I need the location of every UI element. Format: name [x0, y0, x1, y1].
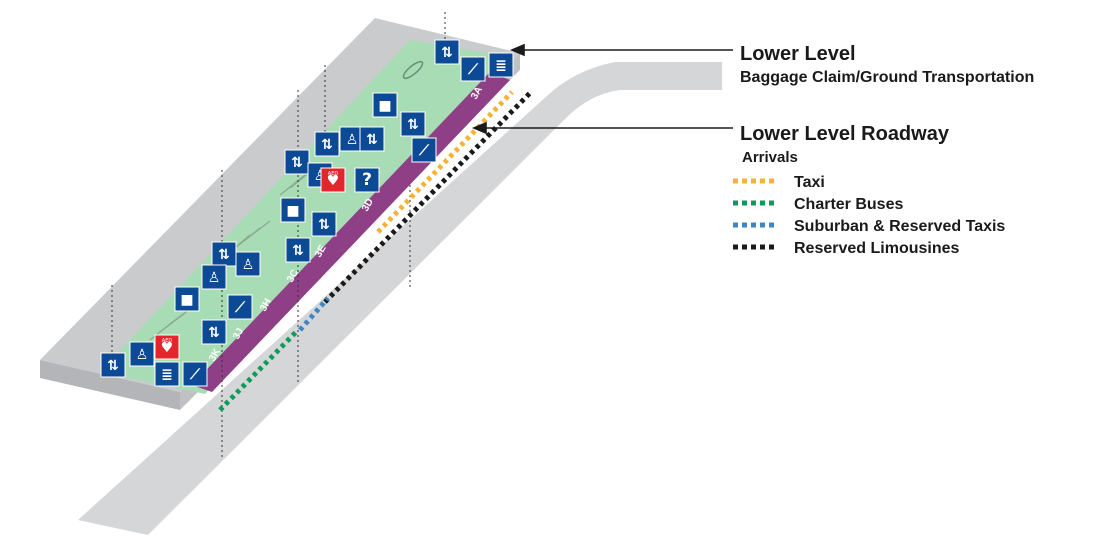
svg-text:⇅: ⇅: [441, 45, 453, 61]
info-icon: ?: [354, 167, 380, 193]
aed-icon: ♥AED: [320, 167, 346, 193]
svg-text:⟋: ⟋: [234, 300, 246, 316]
svg-text:♙: ♙: [242, 257, 255, 273]
elevator-icon: ⇅: [400, 111, 426, 137]
legend-item: Reserved Limousines: [733, 240, 960, 257]
elevator-icon: ⇅: [314, 131, 340, 157]
oval-feature: [402, 60, 424, 80]
svg-text:⇅: ⇅: [321, 137, 333, 153]
svg-text:⟋: ⟋: [467, 62, 479, 78]
legend-label: Suburban & Reserved Taxis: [794, 218, 1005, 235]
escalator-icon: ⟋: [227, 294, 253, 320]
leader-lines: [111, 12, 446, 460]
svg-text:⇅: ⇅: [107, 358, 119, 374]
elevator-icon: ⇅: [311, 211, 337, 237]
svg-text:■: ■: [180, 292, 193, 308]
lane-charter-buses: [218, 328, 300, 412]
svg-text:⇅: ⇅: [318, 217, 330, 233]
baggage-icon: ■: [280, 197, 306, 223]
svg-text:⇅: ⇅: [292, 243, 304, 259]
svg-text:⟋: ⟋: [418, 143, 430, 159]
lower-level-subtitle: Baggage Claim/Ground Transportation: [740, 69, 1034, 86]
elevator-icon: ⇅: [211, 241, 237, 267]
svg-text:⇅: ⇅: [366, 132, 378, 148]
svg-text:⇅: ⇅: [218, 247, 230, 263]
legend-item: Suburban & Reserved Taxis: [733, 218, 1005, 235]
restroom-icon: ♙: [235, 251, 261, 277]
svg-text:■: ■: [378, 98, 391, 114]
legend-label: Taxi: [794, 174, 825, 191]
door-label: 3J: [231, 326, 246, 341]
elevator-icon: ⇅: [285, 237, 311, 263]
baggage-icon: ■: [372, 92, 398, 118]
svg-text:♥: ♥: [327, 173, 340, 189]
stairs-icon: ≣: [488, 52, 514, 78]
lower-level-roadway: [78, 62, 722, 535]
elevator-icon: ⇅: [201, 319, 227, 345]
legend-label: Charter Buses: [794, 196, 903, 213]
svg-text:⇅: ⇅: [291, 155, 303, 171]
roadway-title: Lower Level Roadway: [740, 123, 950, 145]
elevator-icon: ⇅: [359, 126, 385, 152]
aed-label: AED: [162, 338, 173, 344]
escalator-icon: ⟋: [460, 56, 486, 82]
facility-icons: ⇅⟋≣■⇅⟋⇅♙⇅⇅♙♥AED?■⇅⇅⇅♙♙■⟋⇅⇅♙♥AED≣⟋: [100, 39, 514, 387]
restroom-icon: ♙: [129, 341, 155, 367]
elevator-icon: ⇅: [284, 149, 310, 175]
svg-text:♙: ♙: [208, 270, 221, 286]
escalator-icon: ⟋: [182, 361, 208, 387]
escalator-icon: ⟋: [411, 137, 437, 163]
svg-text:♙: ♙: [346, 132, 359, 148]
aed-icon: ♥AED: [154, 334, 180, 360]
legend-item: Taxi: [733, 174, 825, 191]
legend-item: Charter Buses: [733, 196, 903, 213]
stairs-icon: ≣: [154, 361, 180, 387]
lane-taxi: [376, 90, 514, 234]
door-label: 3E: [313, 243, 329, 259]
svg-text:♙: ♙: [136, 347, 149, 363]
restroom-icon: ♙: [201, 264, 227, 290]
svg-text:■: ■: [286, 203, 299, 219]
callout-arrows: [471, 43, 733, 135]
lane-suburban-reserved-taxis: [298, 296, 330, 332]
svg-text:?: ?: [362, 170, 372, 190]
svg-text:⇅: ⇅: [208, 325, 220, 341]
svg-text:⇅: ⇅: [407, 117, 419, 133]
elevator-icon: ⇅: [100, 352, 126, 378]
svg-text:≣: ≣: [495, 58, 507, 74]
svg-text:≣: ≣: [161, 367, 173, 383]
elevator-icon: ⇅: [434, 39, 460, 65]
legend-label: Reserved Limousines: [794, 240, 960, 257]
svg-text:♥: ♥: [161, 340, 174, 356]
lower-level-title: Lower Level: [740, 43, 856, 65]
baggage-icon: ■: [174, 286, 200, 312]
aed-label: AED: [328, 171, 339, 177]
svg-text:⟋: ⟋: [189, 367, 201, 383]
roadway-subtitle: Arrivals: [742, 149, 798, 166]
